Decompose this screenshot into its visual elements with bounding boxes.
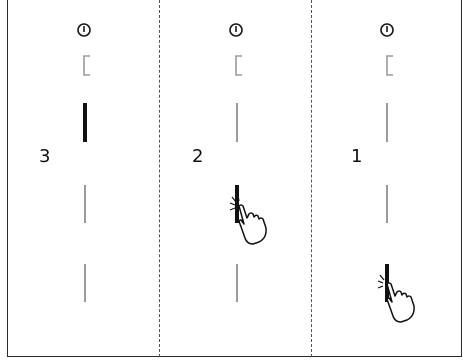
level-display: 3 — [39, 146, 50, 167]
panel-divider — [159, 0, 160, 357]
segment-middle-active — [235, 185, 239, 223]
segment-middle — [84, 185, 86, 223]
lock-bracket-icon — [83, 55, 90, 76]
panel-graphic: 1 — [351, 23, 415, 323]
power-icon — [229, 23, 243, 37]
level-display: 2 — [192, 146, 203, 167]
panel-step-2: 2 — [159, 0, 311, 357]
power-icon — [380, 23, 394, 37]
panel-step-3: 1 — [311, 0, 462, 357]
diagram-frame — [7, 0, 462, 357]
segment-top-active — [83, 103, 87, 142]
finger-tap-icon — [377, 272, 415, 323]
panel-graphic: 2 — [192, 23, 267, 302]
segment-bottom — [84, 264, 86, 302]
segment-top — [386, 103, 388, 142]
segment-bottom — [236, 264, 238, 302]
lock-bracket-icon — [386, 55, 393, 76]
panel-divider — [311, 0, 312, 357]
panel-graphic: 3 — [39, 23, 91, 302]
segment-middle — [386, 185, 388, 223]
level-display: 1 — [351, 146, 362, 167]
finger-tap-icon — [229, 194, 267, 245]
segment-top — [236, 103, 238, 142]
panel-step-1: 3 — [7, 0, 159, 357]
lock-bracket-icon — [235, 55, 242, 76]
power-icon — [77, 23, 91, 37]
